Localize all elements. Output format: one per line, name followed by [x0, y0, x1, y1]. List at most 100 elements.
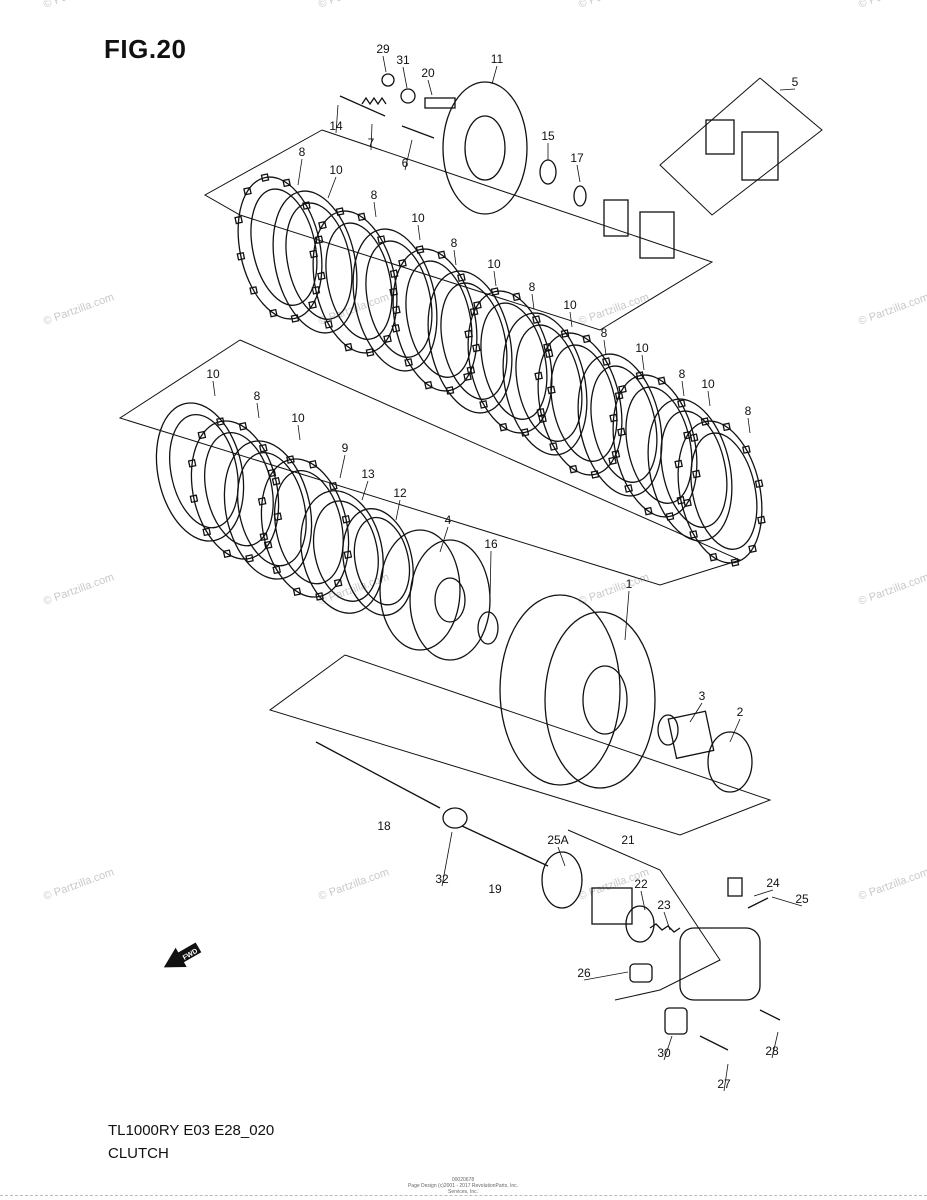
drive-plate-tab	[324, 320, 333, 329]
driven-plate-inner	[169, 413, 239, 529]
driven-plate-inner	[515, 324, 583, 442]
drive-plate-tab	[282, 178, 291, 188]
lifter-5a	[705, 119, 735, 155]
drive-plate-tab	[437, 250, 446, 260]
drive-plate-tab	[222, 549, 232, 558]
spring-washer	[342, 508, 414, 616]
copyright-line-2: Page Design (c)2001 - 2017 RevolutionPar…	[407, 1183, 519, 1195]
leader-lines	[212, 55, 803, 1092]
callout-17: 17	[570, 151, 584, 165]
drive-plate-inner	[325, 222, 393, 340]
callout-10: 10	[291, 411, 305, 425]
spring-washer-outer	[342, 508, 414, 616]
callout-25A: 25A	[547, 833, 568, 847]
drive-plate-tab	[466, 365, 476, 375]
leader-30	[663, 1035, 673, 1061]
washer-31	[400, 88, 416, 104]
callout-8: 8	[451, 236, 458, 250]
leader-32	[441, 831, 453, 887]
callout-10: 10	[329, 163, 343, 177]
leader-10	[569, 311, 573, 328]
leader-8	[373, 201, 377, 218]
callout-2: 2	[737, 705, 744, 719]
callout-7: 7	[368, 136, 375, 150]
drive-plate-outer	[237, 176, 323, 320]
piston-25a	[541, 851, 583, 909]
drive-plate-tab	[742, 445, 751, 454]
drive-plate-tab	[532, 315, 541, 324]
drive-plate-outer	[467, 290, 553, 434]
drive-plate-tab	[472, 343, 481, 353]
leader-27	[723, 1063, 729, 1092]
circlip-17	[573, 185, 587, 207]
figure-title: FIG.20	[104, 34, 187, 64]
drive-plate-tab	[249, 286, 258, 295]
drive-plate-tab	[624, 484, 633, 493]
callout-8: 8	[254, 389, 261, 403]
bolt-28	[759, 1009, 781, 1021]
watermark-text: © Partzilla.com	[577, 571, 651, 608]
drive-plate-tab	[499, 422, 508, 432]
needle-bearing	[667, 710, 715, 760]
driven-plate-inner	[440, 282, 508, 400]
driven-plate	[427, 270, 513, 414]
drive-plate-tab	[357, 212, 366, 222]
drive-plate-tab	[271, 476, 281, 486]
drive-plate-tab	[263, 540, 273, 550]
drive-plate-tab	[258, 443, 268, 453]
drive-plate-tab	[272, 565, 282, 575]
drive-plate-tab	[464, 329, 473, 339]
drive-plate-tab	[676, 495, 686, 505]
watermark-layer: © Partzilla.com © Partzilla.com © Partzill…	[42, 0, 927, 903]
pressure-plate-inner	[464, 115, 506, 181]
watermark-text: © Partzilla.com	[577, 0, 651, 11]
frame-part-5	[659, 77, 823, 216]
callout-10: 10	[206, 367, 220, 381]
callout-10: 10	[487, 257, 501, 271]
drive-plate-tab	[365, 348, 375, 357]
drive-plate-tab	[614, 391, 624, 401]
leader-1	[624, 590, 630, 641]
push-rod-18	[315, 741, 441, 809]
drive-plate	[674, 417, 766, 567]
leader-25A	[557, 846, 566, 867]
drive-plate-tab	[582, 334, 591, 344]
pressure-plate	[442, 81, 528, 215]
watermark-text: © Partzilla.com	[857, 291, 927, 328]
driven-plate-outer	[427, 270, 513, 414]
drive-plate	[534, 329, 626, 479]
leader-22	[640, 890, 646, 911]
leader-10	[641, 354, 645, 371]
drive-plate-tab	[311, 285, 321, 295]
leader-14	[335, 104, 339, 134]
page-edge	[0, 1195, 927, 1196]
callout-12: 12	[393, 486, 407, 500]
callout-5: 5	[792, 75, 799, 89]
drive-plate-tab	[308, 300, 317, 310]
callout-20: 20	[421, 66, 435, 80]
drive-plate-tab	[479, 400, 488, 409]
drive-plate	[309, 207, 401, 357]
drive-plate-tab	[333, 578, 343, 588]
drive-plate-tab	[383, 334, 392, 344]
leader-3	[689, 702, 703, 723]
frame-upper-plates	[203, 129, 714, 331]
leader-10	[297, 424, 301, 441]
seal-23	[625, 905, 655, 943]
drive-plate-tab	[609, 413, 618, 423]
callout-30: 30	[657, 1046, 671, 1060]
callout-6: 6	[402, 156, 409, 170]
parts-layer: FWD	[155, 73, 781, 1051]
watermark-text: © Partzilla.com	[857, 0, 927, 11]
drive-plate-tab	[683, 498, 692, 508]
callout-32: 32	[435, 872, 449, 886]
section-name: CLUTCH	[108, 1145, 169, 1162]
leader-10	[707, 390, 711, 407]
callout-18: 18	[377, 819, 391, 833]
callout-3: 3	[699, 689, 706, 703]
drive-plate-tab	[536, 407, 546, 417]
driven-plate-outer	[647, 398, 733, 542]
callout-15: 15	[541, 129, 555, 143]
leader-8	[681, 380, 685, 397]
